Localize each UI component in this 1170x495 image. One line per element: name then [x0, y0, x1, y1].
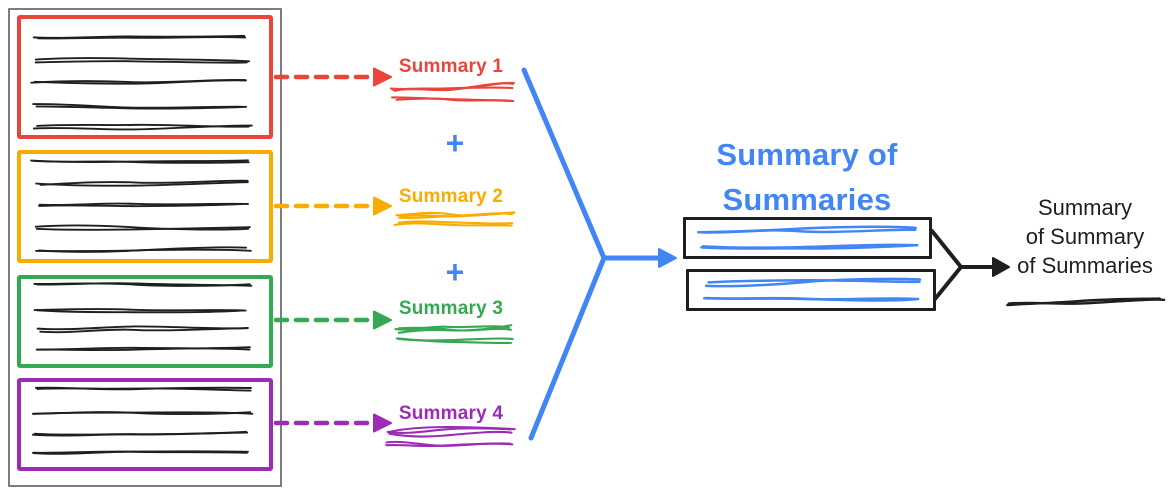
summary-1-label: Summary 1 — [398, 56, 504, 77]
summary-of-summaries-title: Summary of Summaries — [666, 132, 948, 222]
summary-of-summaries-title-line2: Summaries — [722, 182, 892, 217]
plus-sign-2: + — [445, 254, 465, 290]
summary-2-label: Summary 2 — [398, 186, 504, 207]
summary-4-label: Summary 4 — [398, 403, 504, 424]
final-summary-label-line2: of Summary — [1025, 224, 1145, 249]
doc-box-1 — [17, 15, 273, 139]
final-summary-label-line1: Summary — [1037, 195, 1133, 220]
summary-of-summaries-box-1 — [683, 217, 932, 259]
summary-of-summaries-title-line1: Summary of — [716, 137, 898, 172]
doc-box-4 — [17, 378, 273, 471]
summary-3-label: Summary 3 — [398, 298, 504, 319]
doc-box-2 — [17, 150, 273, 263]
plus-sign-1: + — [445, 125, 465, 161]
final-summary-label-line3: of Summaries — [1017, 253, 1153, 278]
doc-box-3 — [17, 275, 273, 368]
summary-of-summaries-box-2 — [686, 269, 936, 311]
final-summary-label: Summary of Summary of Summaries — [995, 193, 1170, 280]
